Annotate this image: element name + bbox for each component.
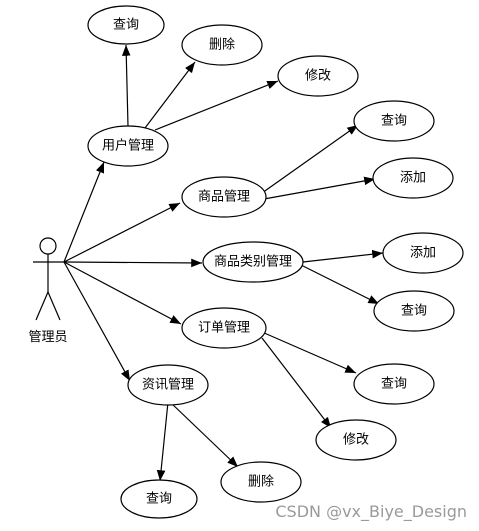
node-order-edit: 修改 (315, 419, 397, 461)
edge-actor-product-mgmt (63, 202, 181, 263)
edge-user-mgmt-query (121, 44, 131, 127)
edge-actor-user-mgmt (63, 161, 105, 263)
edge-product-mgmt-add (263, 176, 376, 200)
node-category-mgmt: 商品类别管理 (202, 241, 304, 283)
watermark: CSDN @vx_Biye_Design (275, 502, 467, 521)
node-order-query-label: 查询 (381, 377, 407, 392)
node-user-mgmt-label: 用户管理 (102, 138, 154, 154)
node-order-mgmt-label: 订单管理 (198, 321, 250, 336)
edge-user-mgmt-delete (144, 61, 196, 129)
edge-category-mgmt-add (302, 249, 384, 263)
node-order-query: 查询 (353, 363, 435, 405)
node-category-add-label: 添加 (410, 246, 436, 261)
actor-label: 管理员 (28, 330, 67, 345)
node-news-mgmt-label: 资讯管理 (142, 378, 194, 393)
node-product-query: 查询 (353, 100, 435, 142)
node-product-add-label: 添加 (400, 171, 426, 186)
node-user-edit-label: 修改 (305, 69, 331, 84)
actor-left-leg (35, 291, 49, 321)
node-user-mgmt: 用户管理 (87, 125, 169, 167)
node-product-mgmt-label: 商品管理 (198, 190, 250, 205)
node-order-edit-label: 修改 (343, 433, 369, 448)
node-category-query: 查询 (373, 290, 455, 332)
node-category-mgmt-label: 商品类别管理 (214, 255, 292, 270)
node-news-query: 查询 (120, 479, 198, 519)
node-product-mgmt: 商品管理 (181, 176, 267, 218)
node-user-delete-label: 删除 (209, 38, 235, 53)
actor-right-leg (47, 291, 61, 321)
node-user-edit: 修改 (277, 55, 359, 97)
edge-actor-order-mgmt (63, 261, 182, 325)
edge-order-mgmt-edit (261, 337, 332, 429)
node-news-query-label: 查询 (146, 492, 172, 507)
edge-actor-category-mgmt (63, 258, 203, 268)
node-user-query-label: 查询 (113, 18, 139, 33)
use-cases: 用户管理 查询 删除 修改 商品管理 查询 添加 商品类别管理 (87, 5, 464, 519)
actor-admin: 管理员 (28, 237, 68, 345)
edge-order-mgmt-query (261, 331, 357, 374)
edge-actor-news-mgmt (63, 261, 131, 382)
edge-news-mgmt-delete (169, 401, 239, 468)
node-category-add: 添加 (382, 232, 464, 274)
node-user-query: 查询 (87, 5, 165, 45)
edge-news-mgmt-query (156, 401, 169, 482)
node-product-query-label: 查询 (381, 114, 407, 129)
node-product-add: 添加 (372, 157, 454, 199)
node-news-mgmt: 资讯管理 (127, 364, 209, 406)
node-category-query-label: 查询 (401, 304, 427, 319)
edge-category-mgmt-query (300, 264, 380, 305)
edge-product-mgmt-query (261, 124, 359, 194)
node-news-delete: 删除 (220, 461, 302, 503)
edges (63, 44, 384, 482)
node-user-delete: 删除 (181, 24, 263, 66)
node-order-mgmt: 订单管理 (181, 307, 267, 349)
node-news-delete-label: 删除 (248, 475, 274, 490)
actor-head (39, 237, 57, 255)
edge-user-mgmt-edit (154, 80, 279, 131)
